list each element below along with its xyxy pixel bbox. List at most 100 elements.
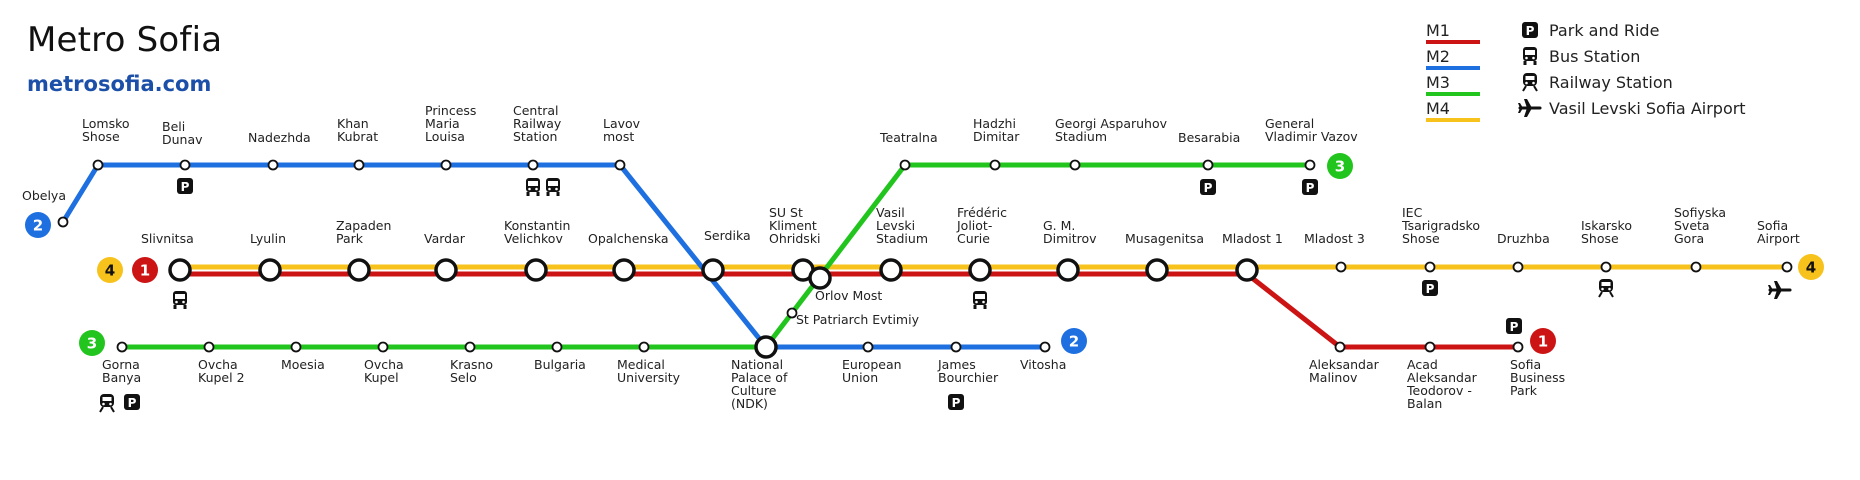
station-label-st-patriarch-evtimiy: St Patriarch Evtimiy — [796, 312, 920, 327]
station-label-besarabia: Besarabia — [1178, 130, 1240, 145]
station-label-opalchenska: Opalchenska — [588, 231, 669, 246]
station-sofiyska-sveta-gora[interactable] — [1690, 261, 1702, 273]
route-lines — [60, 162, 1790, 350]
station-st-patriarch-evtimiy[interactable] — [786, 307, 798, 319]
line-badge-m1: 1 — [1530, 328, 1556, 354]
bus-icon — [546, 178, 560, 196]
station-vasil-levski-stadium[interactable] — [879, 258, 903, 282]
station-lyulin[interactable] — [258, 258, 282, 282]
line-badge-m4: 4 — [1798, 254, 1824, 280]
station-sofia-business-park[interactable] — [1512, 341, 1524, 353]
station-krasno-selo[interactable] — [464, 341, 476, 353]
legend-label-bus-station: Bus Station — [1549, 47, 1640, 66]
station-ovcha-kupel-2[interactable] — [203, 341, 215, 353]
station-label-g-m-dimitrov: G. M.Dimitrov — [1043, 218, 1097, 246]
station-hadzhi-dimitar[interactable] — [989, 159, 1001, 171]
station-lavov-most[interactable] — [614, 159, 626, 171]
station-konstantin-velichkov[interactable] — [524, 258, 548, 282]
parking-icon — [1506, 318, 1522, 334]
legend-label-railway-station: Railway Station — [1549, 73, 1673, 92]
station-lomsko-shose[interactable] — [92, 159, 104, 171]
station-medical-university[interactable] — [638, 341, 650, 353]
station-central-railway-station[interactable] — [527, 159, 539, 171]
station-gorna-banya[interactable] — [116, 341, 128, 353]
station-mladost-3[interactable] — [1335, 261, 1347, 273]
svg-text:4: 4 — [1806, 259, 1816, 277]
station-beli-dunav[interactable] — [179, 159, 191, 171]
station-label-vitosha: Vitosha — [1020, 357, 1066, 372]
legend-line-m4: M4 — [1426, 99, 1450, 118]
station-iec-tsarigradsko-shose[interactable] — [1424, 261, 1436, 273]
station-acad-aleksandar-teodorov-balan[interactable] — [1424, 341, 1436, 353]
svg-text:2: 2 — [33, 217, 43, 235]
station-nadezhda[interactable] — [267, 159, 279, 171]
svg-text:3: 3 — [87, 335, 97, 353]
station-general-vladimir-vazov[interactable] — [1304, 159, 1316, 171]
station-label-druzhba: Druzhba — [1497, 231, 1550, 246]
station-vardar[interactable] — [434, 258, 458, 282]
station-georgi-asparuhov-stadium[interactable] — [1069, 159, 1081, 171]
station-label-teatralna: Teatralna — [879, 130, 938, 145]
station-european-union[interactable] — [862, 341, 874, 353]
parking-icon — [1522, 22, 1538, 38]
station-sofia-airport[interactable] — [1781, 261, 1793, 273]
station-obelya[interactable] — [57, 216, 69, 228]
station-frederic-joliot-curie[interactable] — [968, 258, 992, 282]
station-mladost-1[interactable] — [1235, 258, 1259, 282]
station-teatralna[interactable] — [899, 159, 911, 171]
station-khan-kubrat[interactable] — [353, 159, 365, 171]
station-ovcha-kupel[interactable] — [377, 341, 389, 353]
station-druzhba[interactable] — [1512, 261, 1524, 273]
station-national-palace-of-culture-ndk[interactable] — [754, 335, 778, 359]
station-label-musagenitsa: Musagenitsa — [1125, 231, 1204, 246]
station-princess-maria-louisa[interactable] — [440, 159, 452, 171]
route-m3 — [119, 162, 1313, 350]
station-label-lyulin: Lyulin — [250, 231, 286, 246]
station-aleksandar-malinov[interactable] — [1334, 341, 1346, 353]
station-iskarsko-shose[interactable] — [1600, 261, 1612, 273]
station-bulgaria[interactable] — [551, 341, 563, 353]
station-label-obelya: Obelya — [22, 188, 66, 203]
station-musagenitsa[interactable] — [1145, 258, 1169, 282]
station-label-orlov-most: Orlov Most — [815, 288, 882, 303]
parking-icon — [177, 178, 193, 194]
station-slivnitsa[interactable] — [168, 258, 192, 282]
station-vitosha[interactable] — [1039, 341, 1051, 353]
station-besarabia[interactable] — [1202, 159, 1214, 171]
station-opalchenska[interactable] — [612, 258, 636, 282]
line-badge-m2: 2 — [25, 212, 51, 238]
parking-icon — [1422, 280, 1438, 296]
station-g-m-dimitrov[interactable] — [1056, 258, 1080, 282]
line-badge-m3: 3 — [79, 330, 105, 356]
station-james-bourchier[interactable] — [950, 341, 962, 353]
station-serdika[interactable] — [701, 258, 725, 282]
station-zapaden-park[interactable] — [347, 258, 371, 282]
line-badge-m1: 1 — [132, 257, 158, 283]
station-orlov-most[interactable] — [808, 266, 832, 290]
parking-icon — [948, 394, 964, 410]
station-moesia[interactable] — [290, 341, 302, 353]
website-link[interactable]: metrosofia.com — [27, 72, 212, 96]
